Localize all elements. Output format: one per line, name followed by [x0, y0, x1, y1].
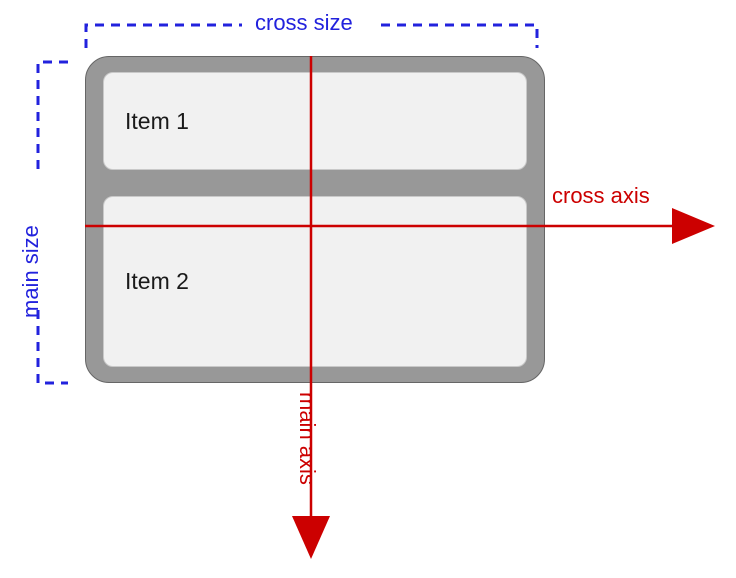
cross-size-label: cross size	[255, 10, 353, 35]
flex-item-2-label: Item 2	[125, 268, 189, 294]
flex-container-inner: Item 1 Item 2	[103, 72, 527, 367]
main-axis-label: main axis	[295, 392, 320, 485]
flex-item-1: Item 1	[103, 72, 527, 170]
flex-item-2: Item 2	[103, 196, 527, 367]
cross-axis-arrowhead	[672, 208, 715, 244]
main-axis-arrowhead	[292, 516, 330, 559]
cross-axis-label: cross axis	[552, 183, 650, 208]
main-size-label: main size	[18, 225, 43, 318]
cross-size-bracket-right	[381, 23, 539, 48]
cross-size-bracket-left	[84, 23, 242, 48]
flex-container: Item 1 Item 2	[85, 56, 545, 383]
flex-item-1-label: Item 1	[125, 107, 189, 134]
main-size-bracket-bottom	[36, 310, 68, 385]
